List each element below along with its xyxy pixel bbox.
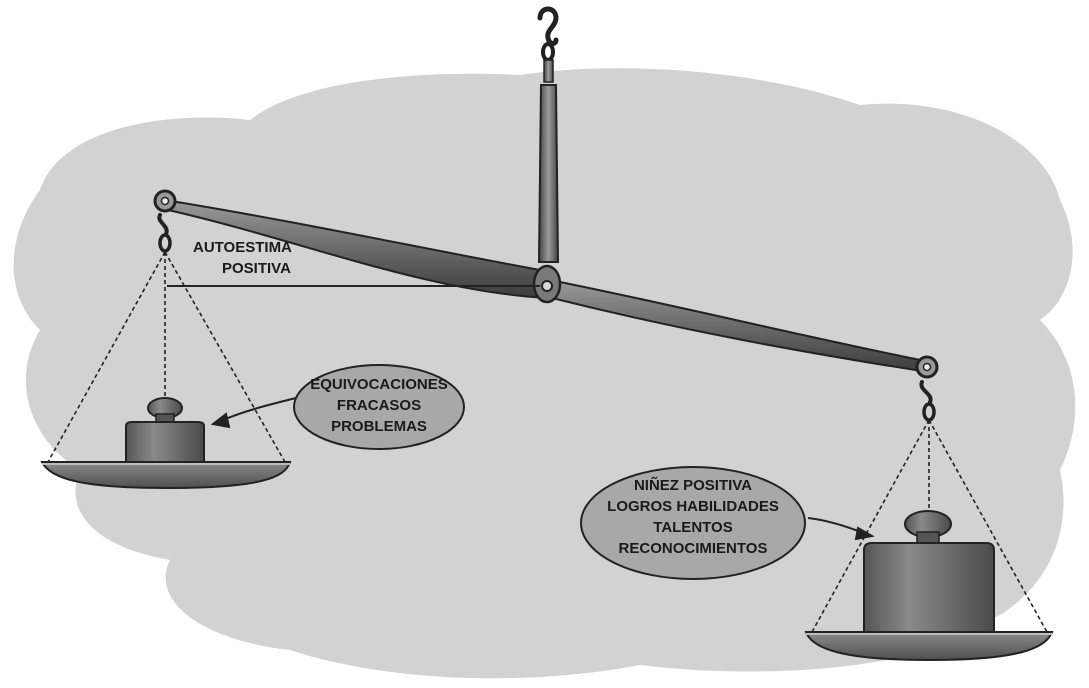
right-bubble: NIÑEZ POSITIVA LOGROS HABILIDADES TALENT… xyxy=(580,466,806,580)
right-pan xyxy=(804,631,1054,662)
hook-icon xyxy=(537,6,559,62)
right-bubble-line-3: TALENTOS xyxy=(653,519,732,536)
self-esteem-label-line2: POSITIVA xyxy=(222,260,291,277)
left-pan xyxy=(40,461,292,490)
large-weight-icon xyxy=(863,510,995,633)
left-arrow xyxy=(210,397,297,429)
vertical-rod xyxy=(537,84,560,263)
hook-stem xyxy=(543,59,554,83)
self-esteem-label-line1: AUTOESTIMA xyxy=(193,239,292,256)
left-bubble-line-1: EQUIVOCACIONES xyxy=(310,376,448,393)
right-bubble-line-2: LOGROS HABILIDADES xyxy=(607,498,779,515)
left-bubble: EQUIVOCACIONES FRACASOS PROBLEMAS xyxy=(293,364,465,450)
right-arrow xyxy=(807,517,875,541)
small-weight-icon xyxy=(125,397,205,463)
left-chain xyxy=(157,213,172,253)
left-bubble-line-2: FRACASOS xyxy=(337,397,421,414)
left-bubble-line-3: PROBLEMAS xyxy=(331,418,427,435)
right-bubble-line-4: RECONOCIMIENTOS xyxy=(619,540,768,557)
right-bubble-line-1: NIÑEZ POSITIVA xyxy=(634,476,752,494)
pivot-pin xyxy=(541,280,553,292)
